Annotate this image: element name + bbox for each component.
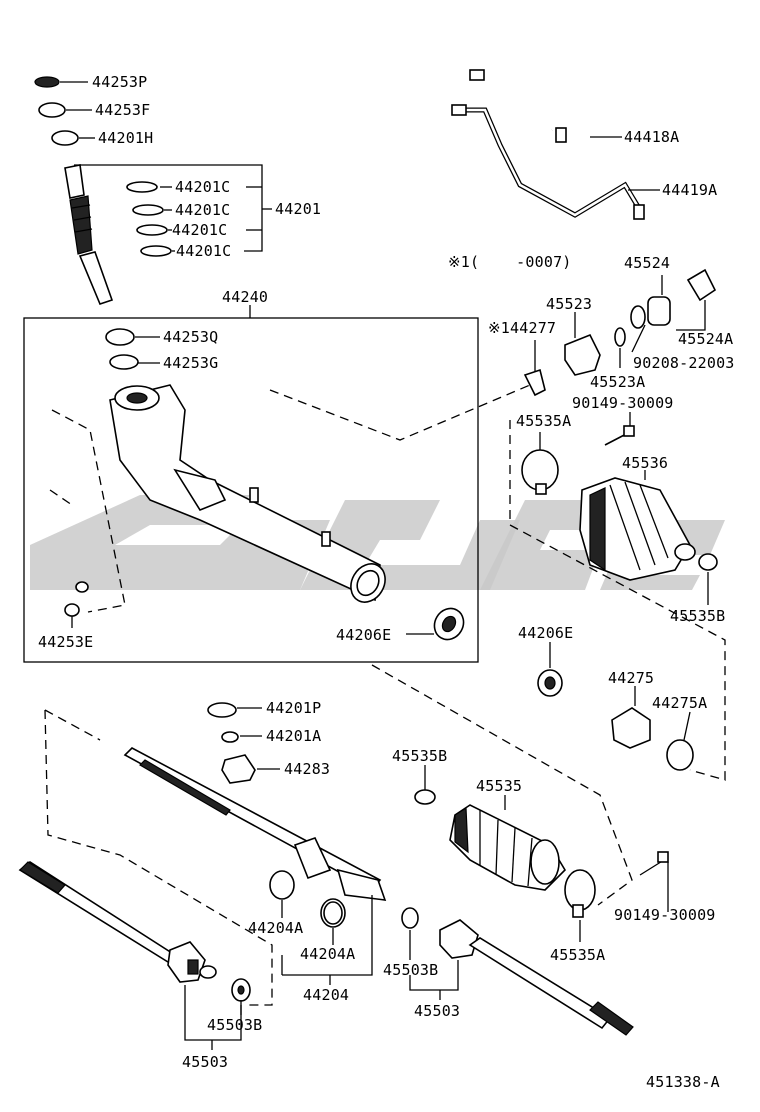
part-44204A-1 <box>269 870 295 900</box>
part-90208-22003 <box>630 305 646 329</box>
label-44275A: 44275A <box>652 694 707 712</box>
part-45524 <box>647 296 671 326</box>
part-144277 <box>523 368 546 397</box>
part-44253E <box>64 603 80 617</box>
gear-housing-group <box>23 305 479 663</box>
label-44275: 44275 <box>608 669 654 687</box>
part-44253F <box>38 102 66 118</box>
label-90149-30009-bot: 90149-30009 <box>614 906 716 924</box>
part-44275A <box>666 739 694 771</box>
label-44418A: 44418A <box>624 128 679 146</box>
label-45524: 45524 <box>624 254 670 272</box>
label-90149-30009-top: 90149-30009 <box>572 394 674 412</box>
part-44253P <box>34 76 60 88</box>
label-45535B-mid: 45535B <box>392 747 447 765</box>
label-45503-left: 45503 <box>182 1053 228 1071</box>
label-45535A-bot: 45535A <box>550 946 605 964</box>
part-45503B-mid <box>401 907 419 929</box>
rack-stopper-group <box>537 642 694 771</box>
label-44201C-1: 44201C <box>175 178 230 196</box>
label-45523A: 45523A <box>590 373 645 391</box>
label-45503B-mid: 45503B <box>383 961 438 979</box>
label-44201P: 44201P <box>266 699 321 717</box>
label-45503-mid: 45503 <box>414 1002 460 1020</box>
housing-box-frame <box>23 317 479 663</box>
part-45535A-bot <box>564 869 596 911</box>
label-44206E-inner: 44206E <box>336 626 391 644</box>
part-45535B-mid <box>414 789 436 805</box>
label-44253F: 44253F <box>95 101 150 119</box>
label-44253P: 44253P <box>92 73 147 91</box>
pinion-shaft <box>64 164 114 305</box>
label-44201A: 44201A <box>266 727 321 745</box>
label-44419A: 44419A <box>662 181 717 199</box>
label-44253E: 44253E <box>38 633 93 651</box>
part-44201C-1 <box>126 181 158 193</box>
part-44201P <box>207 702 237 718</box>
part-45524A <box>686 268 717 302</box>
label-44253Q: 44253Q <box>163 328 218 346</box>
tie-rod-left <box>18 861 251 1050</box>
label-44283: 44283 <box>284 760 330 778</box>
part-44283 <box>221 754 256 784</box>
label-note-date: ※1( -0007) <box>448 253 572 271</box>
tie-rod-end-right <box>439 919 479 959</box>
part-44201A <box>221 731 239 743</box>
label-45536: 45536 <box>622 454 668 472</box>
part-45535B-right <box>698 553 718 571</box>
part-44253Q <box>105 328 135 346</box>
gear-housing <box>109 384 386 603</box>
label-44206E-outer: 44206E <box>518 624 573 642</box>
part-44201C-2 <box>132 204 164 216</box>
label-45503B-left: 45503B <box>207 1016 262 1034</box>
label-44201H: 44201H <box>98 129 153 147</box>
part-44275 <box>611 707 651 749</box>
label-44204: 44204 <box>303 986 349 1004</box>
label-44240: 44240 <box>222 288 268 306</box>
part-45523A <box>614 327 626 347</box>
label-45524A: 45524A <box>678 330 733 348</box>
label-44201C-2: 44201C <box>175 201 230 219</box>
label-44253G: 44253G <box>163 354 218 372</box>
label-44201C-3: 44201C <box>172 221 227 239</box>
part-44253G <box>109 354 139 370</box>
rack-bushing-group <box>521 268 718 605</box>
part-90149-30009-top <box>604 412 635 446</box>
rack-group <box>44 702 387 1006</box>
label-44204A-2: 44204A <box>300 945 355 963</box>
label-45535A-top: 45535A <box>516 412 571 430</box>
pressure-pipes <box>451 69 660 220</box>
part-45523 <box>564 333 601 376</box>
part-45535-boot <box>449 804 567 891</box>
label-45535: 45535 <box>476 777 522 795</box>
part-45536-boot <box>579 477 696 581</box>
label-90208-22003: 90208-22003 <box>633 354 735 372</box>
label-45535B-right: 45535B <box>670 607 725 625</box>
label-45523: 45523 <box>546 295 592 313</box>
label-144277: ※144277 <box>488 319 556 337</box>
pinion-parts <box>34 76 272 305</box>
label-44204A-1: 44204A <box>248 919 303 937</box>
part-44201C-3 <box>136 224 168 236</box>
part-90149-30009-bot <box>639 851 669 912</box>
label-44201: 44201 <box>275 200 321 218</box>
part-44201C-4 <box>140 245 172 257</box>
part-labels: 44253P 44253F 44201H 44201C 44201C 44201… <box>38 73 735 1091</box>
figure-code: 451338-A <box>646 1073 720 1091</box>
tie-rod-right-group <box>401 765 669 1036</box>
tie-rod-end-left <box>167 941 206 983</box>
label-44201C-4: 44201C <box>176 242 231 260</box>
part-44201H <box>51 130 79 146</box>
